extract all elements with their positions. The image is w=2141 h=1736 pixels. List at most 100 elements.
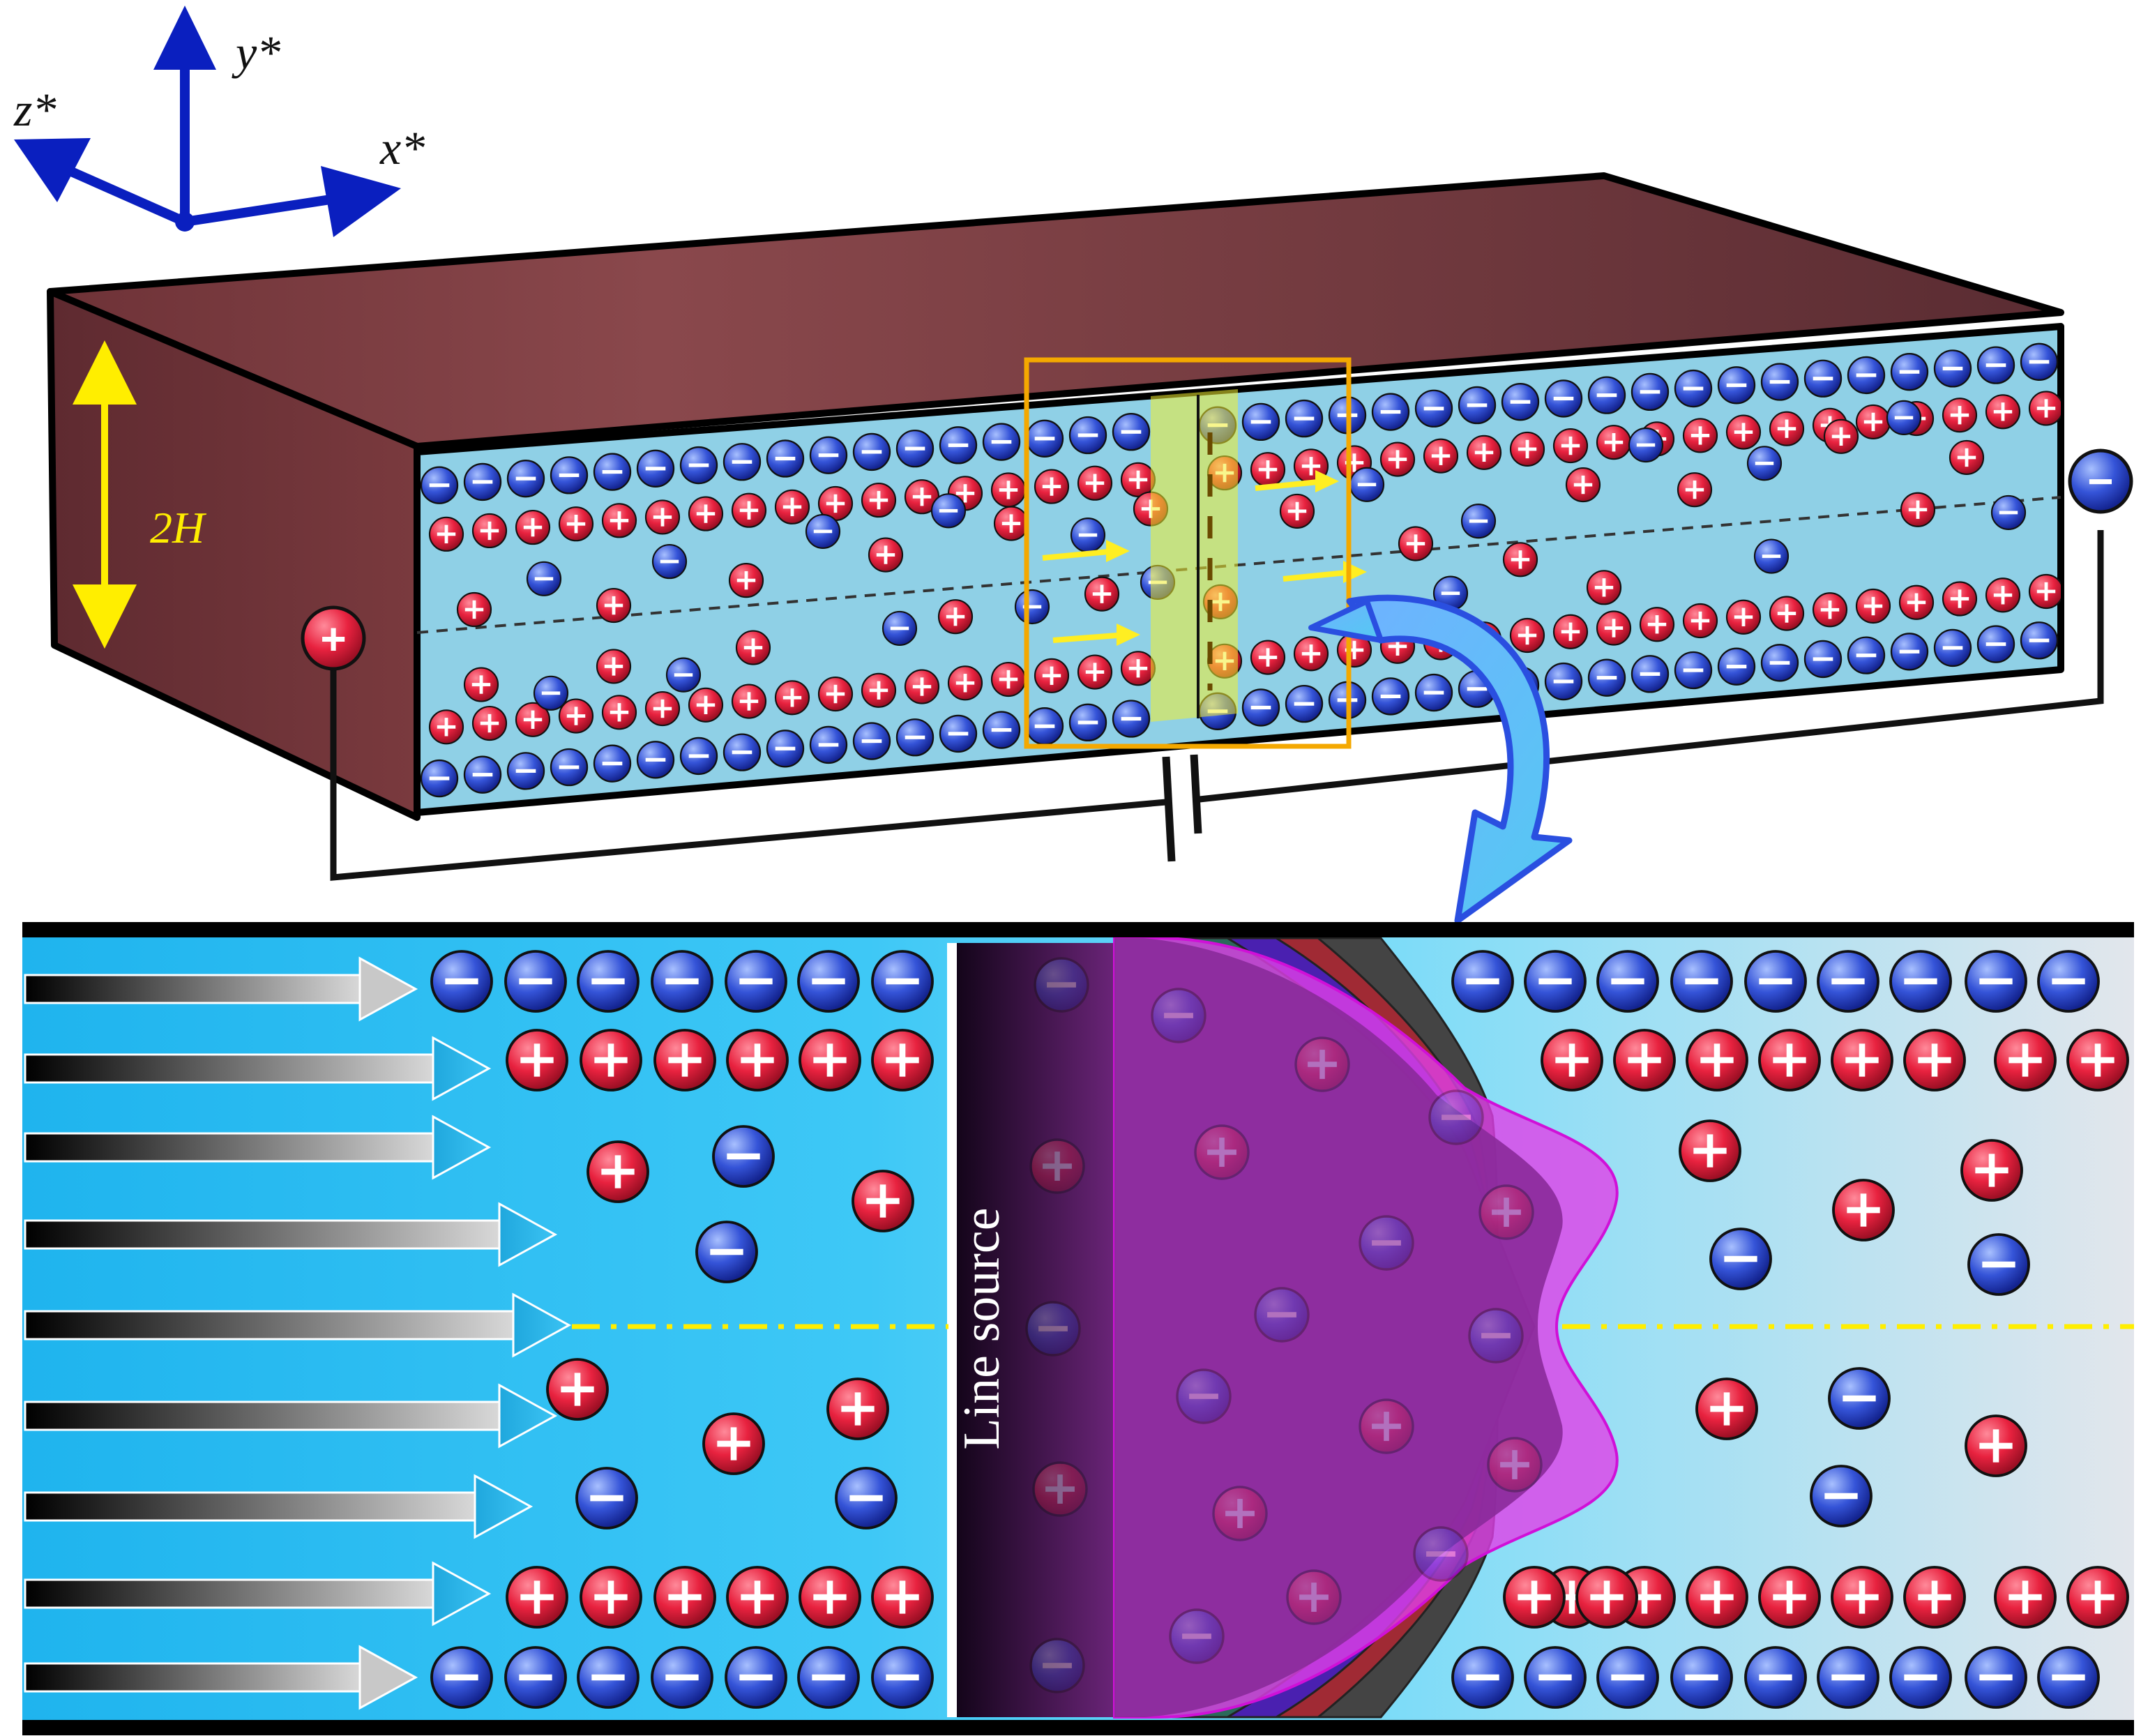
anion-wall-bottom [1674, 651, 1713, 690]
zoom-connector-arrow [1308, 594, 1573, 924]
anion-wall-top [725, 950, 787, 1013]
channel-centerline [416, 496, 2061, 634]
cation-layer-top [1552, 428, 1589, 464]
cation-layer-top [580, 1029, 642, 1092]
cation-layer-bottom [580, 1566, 642, 1629]
axes-origin [175, 212, 195, 232]
anion-wall-top [1587, 376, 1626, 414]
cation-bulk [1398, 526, 1434, 561]
cation-layer-top [1769, 411, 1805, 446]
line-source-divider [947, 943, 957, 1717]
anion-wall-top [1524, 950, 1587, 1013]
line-source-highlight [1151, 389, 1238, 722]
anion-wall-bottom [679, 737, 718, 776]
anion-wall-bottom [1544, 662, 1583, 701]
anion-bulk [835, 1467, 898, 1530]
cation-layer-top [1942, 398, 1978, 433]
y-axis-label: y* [232, 26, 280, 79]
anion-wall-bottom [809, 725, 848, 764]
cation-layer-bottom [1293, 636, 1329, 672]
cation-layer-top [1903, 1029, 1966, 1092]
z-axis-arrowhead [14, 138, 91, 202]
anion-faded [1359, 1215, 1414, 1271]
anion-wall-top [1544, 379, 1583, 418]
anion-wall-bottom [1744, 1646, 1807, 1709]
cation-bulk [702, 1412, 765, 1475]
anion-bulk [1628, 427, 1664, 463]
anion-faded [1169, 1608, 1225, 1664]
cation-faded [1194, 1124, 1250, 1180]
y-axis-arrowhead [153, 6, 216, 70]
anion-wall-bottom [2020, 621, 2059, 660]
anion-wall-top [895, 429, 935, 468]
inflow-arrow [24, 1474, 534, 1539]
anion-wall-bottom [2037, 1646, 2100, 1709]
cation-layer-top [1725, 414, 1762, 450]
cation-layer-bottom [1855, 588, 1891, 624]
cation-layer-top [653, 1029, 716, 1092]
anion-wall-top [1285, 399, 1324, 438]
cation-layer-bottom [2028, 573, 2061, 610]
cation-layer-top [1423, 438, 1459, 474]
cation-bulk [826, 1378, 889, 1440]
cation-layer-top [688, 496, 724, 531]
anion-wall-top [1458, 386, 1497, 425]
cation-layer-top [1831, 1029, 1893, 1092]
anion-bulk [1460, 504, 1497, 539]
flow-arrowhead [1117, 624, 1140, 646]
cation-layer-bottom [653, 1566, 716, 1629]
cation-layer-bottom [515, 702, 551, 737]
flow-arrow [1052, 632, 1127, 643]
anion-wall-top [1631, 372, 1670, 412]
anion-wall-top [1890, 353, 1929, 391]
anion-wall-top [852, 432, 891, 471]
cation-layer-top [1034, 469, 1070, 504]
coordinate-axes: y* x* z* [13, 6, 425, 237]
cation-bulk [1949, 439, 1985, 476]
cation-bulk [1965, 1414, 2027, 1477]
anion-wall-bottom [1371, 677, 1410, 716]
anion-bulk [1746, 446, 1783, 481]
anion-wall-top [1414, 389, 1453, 428]
cation-layer-bottom [1120, 651, 1156, 686]
capacitor-plate-right [1190, 754, 1202, 834]
anion-wall-bottom [651, 1646, 713, 1709]
anion-bulk [712, 1125, 775, 1188]
electric-circuit: + − [301, 448, 2133, 881]
anion-faded [1428, 1089, 1484, 1145]
anion-wall-top [651, 950, 713, 1013]
cation-layer-top [1077, 465, 1113, 501]
cation-layer-top [1509, 431, 1545, 467]
flow-arrow [1283, 569, 1354, 582]
cation-layer-bottom [1903, 1566, 1966, 1629]
anion-wall-top [2020, 342, 2059, 382]
anion-faded [1176, 1368, 1232, 1424]
anion-wall-bottom [504, 1646, 567, 1709]
cation-layer-bottom [506, 1566, 568, 1629]
cation-layer-top [726, 1029, 789, 1092]
cation-layer-bottom [1250, 640, 1286, 675]
anion-wall-top [463, 462, 502, 501]
cation-layer-bottom [1034, 658, 1070, 693]
anion-wall-bottom [797, 1646, 860, 1709]
cation-layer-top [506, 1029, 568, 1092]
anion-wall-bottom [939, 714, 978, 753]
anion-wall-top [982, 423, 1021, 461]
cation-bulk [1900, 492, 1936, 527]
zoom-ions [430, 950, 2129, 1709]
cation-faded [1032, 1461, 1088, 1517]
anion-wall-bottom [1524, 1646, 1587, 1709]
inflow-arrow [24, 1036, 492, 1101]
flow-arrowhead [1315, 470, 1339, 492]
cation-layer-bottom [861, 672, 897, 708]
cation-bulk [596, 649, 632, 684]
cation-layer-top [428, 516, 464, 552]
inflow-arrow [24, 1292, 572, 1358]
anion-faded [1254, 1287, 1310, 1343]
anion-wall-bottom [1717, 647, 1756, 686]
negative-electrode: − [2068, 448, 2133, 514]
cation-layer-top [904, 479, 940, 515]
cation-bulk [463, 667, 499, 702]
anion-wall-bottom [1890, 633, 1929, 671]
x-axis-arrowhead [321, 166, 401, 237]
